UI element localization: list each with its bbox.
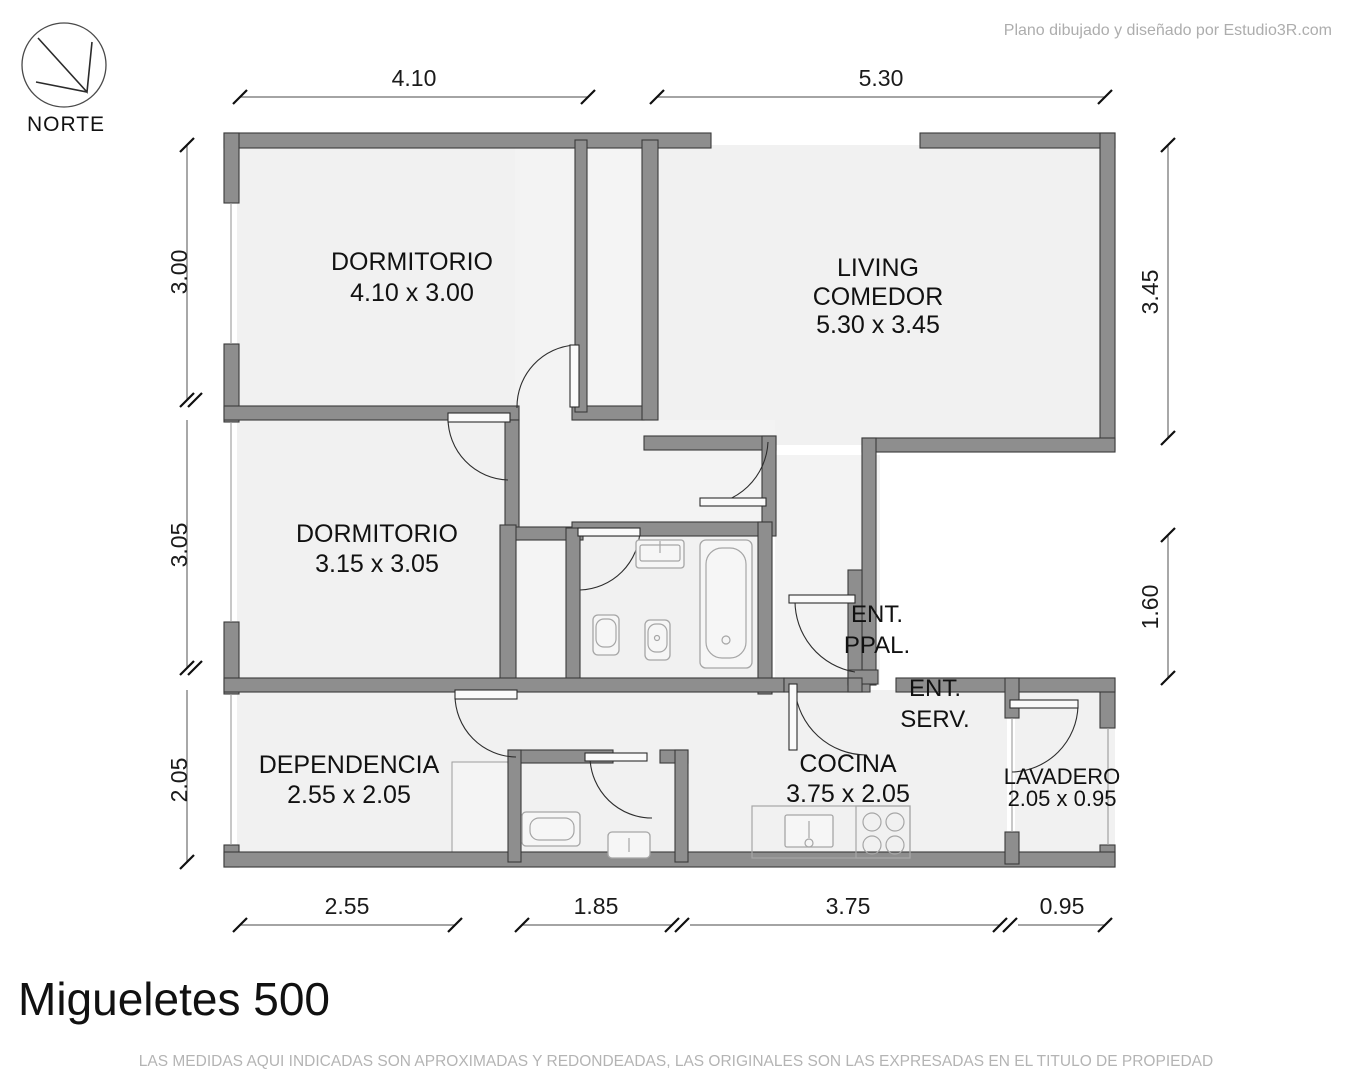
bathtub-icon xyxy=(699,539,753,669)
entrance-label-ppal-line2: PPAL. xyxy=(844,632,910,659)
dimensions-bottom: 2.55 1.85 3.75 0.95 xyxy=(232,893,1113,933)
stove-burner-icon xyxy=(885,835,905,855)
kitchen-fixtures xyxy=(751,805,911,859)
room-label-dormitorio-2: DORMITORIO xyxy=(296,520,458,548)
dimension-left-1: 3.00 xyxy=(166,250,192,295)
dimension-left-2: 3.05 xyxy=(166,523,192,568)
stove-burner-icon xyxy=(885,812,905,832)
north-arrow-icon xyxy=(21,22,107,108)
room-label-dormitorio-1: DORMITORIO xyxy=(331,248,493,276)
dimension-bottom-1: 2.55 xyxy=(325,893,370,919)
toilet-icon xyxy=(592,614,620,656)
room-size-lavadero: 2.05 x 0.95 xyxy=(1008,786,1117,811)
room-size-dependencia: 2.55 x 2.05 xyxy=(287,781,411,809)
doors xyxy=(447,344,1079,819)
dimension-right-1: 3.45 xyxy=(1137,270,1163,315)
room-label-lavadero: LAVADERO xyxy=(1004,764,1121,789)
dimension-bottom-4: 0.95 xyxy=(1040,893,1085,919)
room-label-living-line2: COMEDOR xyxy=(813,283,944,311)
dimensions-left: 3.00 3.05 2.05 xyxy=(166,137,203,870)
dimension-bottom-2: 1.85 xyxy=(574,893,619,919)
dimensions-top: 4.10 5.30 xyxy=(232,65,1113,105)
dimension-left-3: 2.05 xyxy=(166,758,192,803)
dimension-right-2: 1.60 xyxy=(1137,585,1163,630)
disclaimer-note: LAS MEDIDAS AQUI INDICADAS SON APROXIMAD… xyxy=(138,1053,1214,1070)
room-size-living: 5.30 x 3.45 xyxy=(816,311,940,339)
dimensions-right: 3.45 1.60 xyxy=(1137,137,1176,686)
entrance-label-serv-line2: SERV. xyxy=(900,706,969,733)
dimension-top-1: 4.10 xyxy=(392,65,437,91)
page-title: Migueletes 500 xyxy=(18,973,330,1025)
room-size-dormitorio-2: 3.15 x 3.05 xyxy=(315,550,439,578)
stove-burner-icon xyxy=(862,812,882,832)
shower-icon xyxy=(521,811,581,847)
bathroom-fixtures xyxy=(592,539,753,669)
stove-burner-icon xyxy=(862,835,882,855)
room-label-cocina: COCINA xyxy=(799,750,897,778)
room-label-dependencia: DEPENDENCIA xyxy=(259,751,440,779)
designer-credit: Plano dibujado y diseñado por Estudio3R.… xyxy=(1003,22,1332,39)
compass-label: NORTE xyxy=(27,113,105,136)
service-bath-fixtures xyxy=(521,811,651,859)
dimension-bottom-3: 3.75 xyxy=(826,893,871,919)
room-labels: DORMITORIO 4.10 x 3.00 LIVING COMEDOR 5.… xyxy=(259,248,1121,811)
room-size-cocina: 3.75 x 2.05 xyxy=(786,780,910,808)
room-size-dormitorio-1: 4.10 x 3.00 xyxy=(350,279,474,307)
dimension-top-2: 5.30 xyxy=(859,65,904,91)
entrance-label-ppal-line1: ENT. xyxy=(851,601,903,628)
closet-hatching xyxy=(451,144,643,866)
room-label-living-line1: LIVING xyxy=(837,254,919,282)
entrance-label-serv-line1: ENT. xyxy=(909,675,961,702)
